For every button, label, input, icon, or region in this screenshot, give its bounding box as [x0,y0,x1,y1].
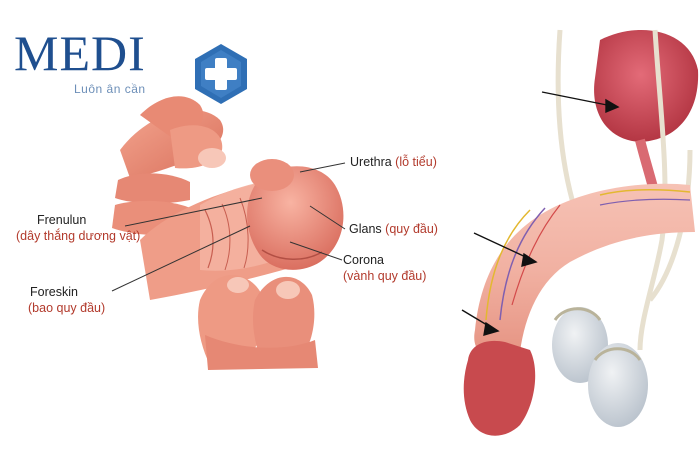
label-corona: Corona (vành quy đầu) [343,252,426,284]
label-foreskin-en: Foreskin [30,285,78,299]
brand-name: MEDI [14,25,146,81]
label-glans-en: Glans [349,222,382,236]
pointer-arrows [461,91,620,336]
reproductive-anatomy-illustration [463,29,699,436]
medical-cross-icon [195,44,247,104]
lower-fingers [198,275,318,370]
upper-fingers [112,96,226,236]
label-glans-close: ) [433,222,438,236]
label-urethra-en: Urethra [350,155,392,169]
brand-logo[interactable]: MEDI Luôn ân cần [14,25,254,104]
label-foreskin-vi: bao quy đầu [32,301,101,315]
label-frenulun-open: ( [16,229,21,243]
label-corona-vi: vành quy đầu [347,269,423,283]
label-urethra-open: ( [395,155,400,169]
brand-tagline: Luôn ân cần [74,82,146,96]
label-foreskin: Foreskin (bao quy đầu) [28,284,106,316]
label-foreskin-open: ( [28,301,33,315]
label-glans-vi: quy đầu [389,222,434,236]
label-urethra-vi: lỗ tiểu [399,155,433,169]
label-glans: Glans (quy đầu) [349,221,438,237]
label-frenulun-close: ) [136,229,141,243]
label-urethra: Urethra (lỗ tiểu) [350,154,437,170]
label-corona-open: ( [343,269,348,283]
label-frenulun: Frenulun (dây thắng dương vật) [16,212,141,244]
label-foreskin-close: ) [100,301,106,315]
label-frenulun-en: Frenulun [37,213,87,227]
label-corona-close: ) [422,269,427,283]
label-leader-lines [111,162,346,292]
label-glans-open: ( [385,222,390,236]
label-frenulun-vi: dây thắng dương vật [20,229,137,243]
label-corona-en: Corona [343,253,384,267]
label-urethra-close: ) [432,155,437,169]
glans [247,159,344,270]
